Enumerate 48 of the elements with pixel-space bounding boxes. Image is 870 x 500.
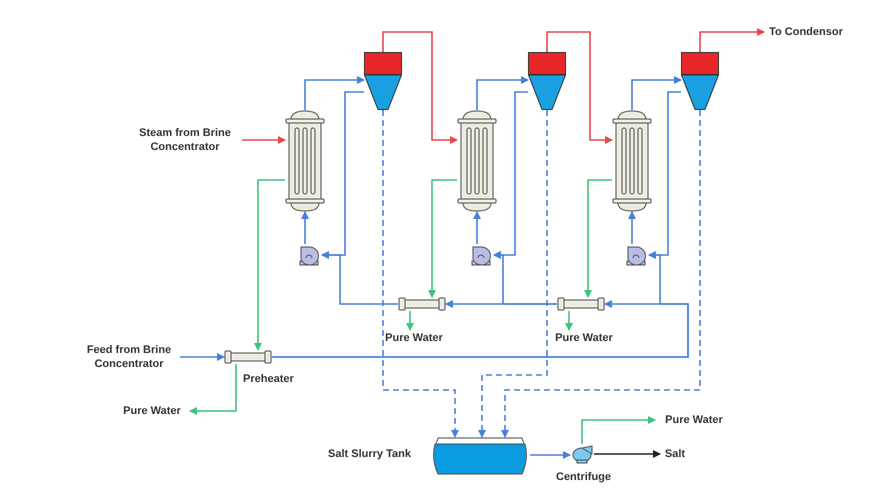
heat-exchanger-drawing (557, 297, 605, 311)
flow-arrow (546, 31, 613, 144)
flow-arrow (565, 311, 573, 331)
flow-arrow (476, 76, 529, 110)
flow-arrow (478, 110, 548, 438)
flow-arrow (699, 28, 765, 52)
tank-drawing (430, 437, 530, 475)
stream-label: Steam from Brine Concentrator (128, 124, 242, 156)
flow-arrow (382, 110, 459, 438)
stream-label: Salt (660, 446, 690, 462)
equipment-label: Centrifuge (556, 470, 611, 484)
flow-arrow (445, 300, 557, 308)
equipment-label: Salt Slurry Tank (328, 447, 411, 461)
separator-drawing (681, 52, 719, 110)
flow-arrow (501, 110, 701, 438)
flow-arrow (406, 311, 414, 331)
equipment-label: Preheater (243, 372, 294, 386)
flow-arrow (473, 211, 481, 244)
flow-arrow (428, 179, 457, 298)
flow-arrow (530, 451, 571, 459)
separator-drawing (528, 52, 566, 110)
stream-label: To Condensor (764, 25, 848, 39)
heat-exchanger-drawing (224, 350, 272, 364)
stream-label: Pure Water (544, 330, 624, 346)
flow-arrow (189, 364, 237, 415)
stream-label: Feed from Brine Concentrator (78, 341, 180, 373)
flow-arrow (272, 251, 689, 358)
flow-arrow (594, 450, 661, 458)
flow-arrow (304, 76, 365, 110)
flow-arrow (180, 353, 225, 361)
flow-arrow (382, 31, 458, 144)
flow-arrow (628, 211, 636, 244)
flow-arrow (584, 179, 612, 298)
stream-label: Pure Water (374, 330, 454, 346)
centrifuge-drawing (570, 444, 594, 464)
flow-arrow (581, 416, 656, 444)
flow-arrow (631, 76, 682, 110)
separator-drawing (364, 52, 402, 110)
flow-arrow (321, 251, 398, 305)
flow-arrow (301, 211, 309, 244)
flow-arrow (254, 179, 285, 351)
flow-arrow (242, 136, 286, 144)
stream-label: Pure Water (655, 412, 733, 428)
heat-exchanger-drawing (398, 297, 446, 311)
evaporator-drawing (457, 110, 497, 212)
evaporator-drawing (612, 110, 652, 212)
stream-label: Pure Water (114, 403, 190, 419)
evaporator-drawing (285, 110, 325, 212)
